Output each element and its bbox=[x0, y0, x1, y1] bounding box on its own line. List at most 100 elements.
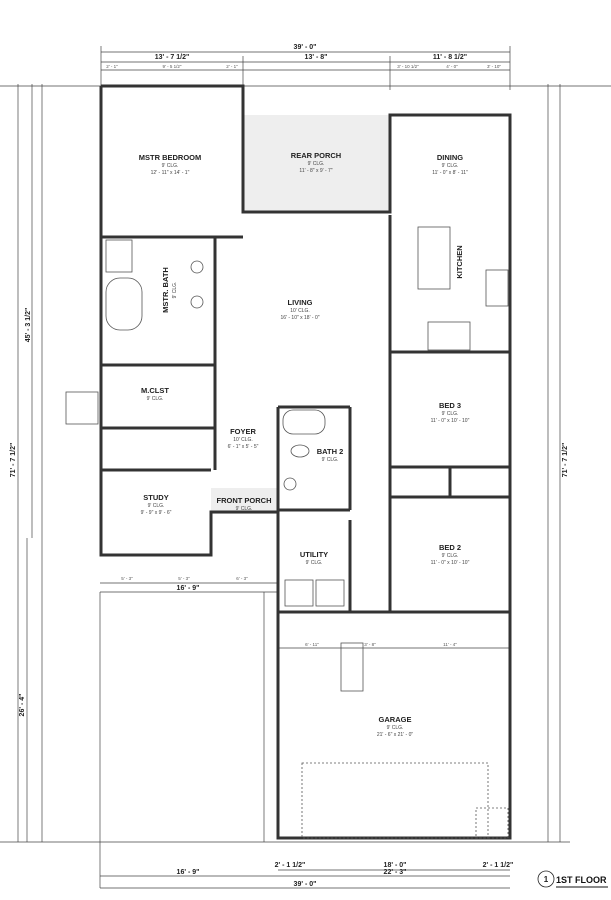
dim-label: 13' - 8" bbox=[305, 54, 328, 61]
dim-label: 3' - 8" bbox=[364, 642, 376, 647]
room-name: DINING bbox=[437, 153, 463, 162]
room-name: UTILITY bbox=[300, 550, 328, 559]
washer-icon bbox=[284, 579, 314, 607]
room-living: LIVING 10' CLG. 16' - 10" x 18' - 0" bbox=[280, 298, 319, 321]
drawing-title-marker: 1 1ST FLOOR bbox=[537, 870, 608, 888]
room-front-porch: FRONT PORCH 9' CLG. bbox=[217, 496, 272, 512]
room-kitchen: KITCHEN bbox=[455, 245, 464, 278]
room-ceiling: 10' CLG. bbox=[233, 437, 253, 443]
room-size: 11' - 0" x 8' - 11" bbox=[432, 170, 468, 176]
title-circle bbox=[537, 870, 555, 888]
room-ceiling: 9' CLG. bbox=[308, 161, 325, 167]
room-name: FOYER bbox=[230, 427, 256, 436]
bathtub-icon bbox=[282, 409, 326, 435]
dim-label: 22' - 3" bbox=[384, 869, 407, 876]
dim-label: 5' - 3" bbox=[121, 576, 133, 581]
room-name: MSTR BEDROOM bbox=[139, 153, 202, 162]
title-number: 1 bbox=[544, 875, 549, 884]
dim-right-overall: 71' - 7 1/2" bbox=[562, 443, 569, 478]
sink-icon bbox=[190, 295, 204, 309]
dim-label: 5' - 3" bbox=[178, 576, 190, 581]
room-name: FRONT PORCH bbox=[217, 496, 272, 505]
sink-icon bbox=[190, 260, 204, 274]
dim-label: 2' - 1 1/2" bbox=[483, 862, 514, 869]
room-name: KITCHEN bbox=[455, 245, 464, 278]
room-name: BATH 2 bbox=[317, 447, 344, 456]
title-label: 1ST FLOOR bbox=[556, 875, 607, 885]
dim-label: 2' - 1" bbox=[226, 64, 238, 69]
dim-label: 4' - 0" bbox=[446, 64, 458, 69]
room-size: 11' - 8" x 9' - 7" bbox=[299, 168, 332, 174]
front-porch-area bbox=[211, 488, 278, 514]
room-size: 21' - 6" x 21' - 0" bbox=[377, 732, 414, 738]
range-icon bbox=[427, 321, 471, 351]
room-name: BED 2 bbox=[439, 543, 461, 552]
dim-label: 11' - 8 1/2" bbox=[433, 54, 467, 61]
room-name: MSTR. BATH bbox=[161, 267, 170, 313]
room-rear-porch: REAR PORCH 9' CLG. 11' - 8" x 9' - 7" bbox=[291, 151, 341, 174]
room-ceiling: 9' CLG. bbox=[442, 163, 459, 169]
room-dining: DINING 9' CLG. 11' - 0" x 8' - 11" bbox=[432, 153, 468, 176]
room-name: M.CLST bbox=[141, 386, 169, 395]
dim-label: 2' - 1" bbox=[106, 64, 118, 69]
dim-left-upper: 45' - 3 1/2" bbox=[25, 308, 32, 343]
room-ceiling: 9' CLG. bbox=[442, 553, 459, 559]
dimension-lines bbox=[0, 46, 611, 889]
dim-left-lower: 26' - 4" bbox=[19, 694, 26, 717]
room-ceiling: 9' CLG. bbox=[306, 560, 323, 566]
room-name: REAR PORCH bbox=[291, 151, 341, 160]
room-foyer: FOYER 10' CLG. 6' - 1" x 5' - 5" bbox=[228, 427, 259, 450]
toilet-icon bbox=[290, 444, 310, 458]
room-garage: GARAGE 9' CLG. 21' - 6" x 21' - 0" bbox=[377, 715, 414, 738]
attic-access-icon bbox=[340, 642, 364, 692]
kitchen-island-icon bbox=[417, 226, 451, 290]
dim-label: 6' - 3" bbox=[236, 576, 248, 581]
water-heater-icon bbox=[475, 807, 509, 839]
garage-door-outline bbox=[301, 762, 489, 839]
room-ceiling: 9' CLG. bbox=[322, 457, 339, 463]
room-ceiling: 10' CLG. bbox=[290, 308, 310, 314]
room-ceiling: 9' CLG. bbox=[236, 506, 253, 512]
room-master-closet: M.CLST 9' CLG. bbox=[141, 386, 169, 402]
room-size: 11' - 0" x 10' - 10" bbox=[431, 560, 470, 566]
dim-label: 11' - 4" bbox=[443, 642, 457, 647]
room-size: 11' - 0" x 10' - 10" bbox=[431, 418, 470, 424]
dryer-icon bbox=[315, 579, 345, 607]
room-ceiling: 9' CLG. bbox=[442, 411, 459, 417]
room-bath-2: BATH 2 9' CLG. bbox=[317, 447, 344, 463]
dim-left-overall: 71' - 7 1/2" bbox=[10, 443, 17, 478]
dim-top-overall: 39' - 0" bbox=[294, 44, 317, 51]
dim-label: 9' - 5 1/2" bbox=[163, 64, 182, 69]
room-study: STUDY 9' CLG. 9' - 9" x 9' - 6" bbox=[141, 493, 172, 516]
room-ceiling: 9' CLG. bbox=[172, 282, 178, 299]
room-size: 12' - 11" x 14' - 1" bbox=[151, 170, 190, 176]
sink-icon bbox=[283, 477, 297, 491]
room-master-bath: MSTR. BATH 9' CLG. bbox=[161, 267, 178, 313]
room-master-bedroom: MSTR BEDROOM 9' CLG. 12' - 11" x 14' - 1… bbox=[139, 153, 202, 176]
room-ceiling: 9' CLG. bbox=[148, 503, 165, 509]
fixtures bbox=[65, 226, 509, 839]
dim-label: 2' - 1 1/2" bbox=[275, 862, 306, 869]
shower-icon bbox=[105, 239, 133, 273]
room-name: GARAGE bbox=[379, 715, 412, 724]
walls bbox=[99, 84, 512, 840]
kitchen-sink-icon bbox=[485, 269, 509, 307]
dim-label: 13' - 7 1/2" bbox=[155, 54, 190, 61]
room-ceiling: 9' CLG. bbox=[387, 725, 404, 731]
room-bed-3: BED 3 9' CLG. 11' - 0" x 10' - 10" bbox=[431, 401, 470, 424]
room-ceiling: 9' CLG. bbox=[147, 396, 164, 402]
room-name: STUDY bbox=[143, 493, 168, 502]
dim-label: 3' - 10 1/2" bbox=[397, 64, 419, 69]
room-size: 6' - 1" x 5' - 5" bbox=[228, 444, 259, 450]
dim-label: 6' - 11" bbox=[305, 642, 319, 647]
room-ceiling: 9' CLG. bbox=[162, 163, 179, 169]
dim-label: 16' - 9" bbox=[177, 585, 200, 592]
rear-porch-area bbox=[243, 115, 390, 212]
dim-label: 3' - 10" bbox=[487, 64, 501, 69]
room-bed-2: BED 2 9' CLG. 11' - 0" x 10' - 10" bbox=[431, 543, 470, 566]
dimension-labels: 39' - 0" 13' - 7 1/2" 13' - 8" 11' - 8 1… bbox=[10, 44, 569, 888]
room-size: 16' - 10" x 18' - 0" bbox=[280, 315, 319, 321]
dim-label: 16' - 9" bbox=[177, 869, 200, 876]
ac-unit-icon bbox=[65, 391, 99, 425]
